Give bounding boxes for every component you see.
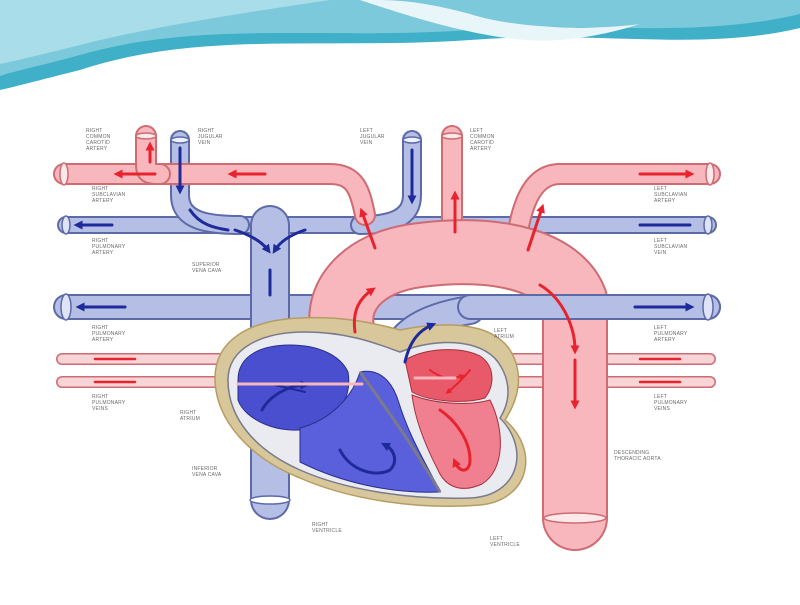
label-inferior-vena-cava: Inferior vena cava xyxy=(192,466,222,478)
label-right-pulmonary-artery-upper: Right pulmonary artery xyxy=(92,238,126,256)
left-ventricle-chamber xyxy=(411,394,501,489)
label-left-atrium: Left atrium xyxy=(494,328,514,340)
label-left-pulmonary-artery: Left pulmonary artery xyxy=(654,325,688,343)
label-right-pulmonary-artery: Right pulmonary artery xyxy=(92,325,126,343)
right-ventricle-chamber xyxy=(299,370,441,493)
header-wave-banner xyxy=(0,0,800,90)
heart xyxy=(214,316,527,507)
label-right-ventricle: Right ventricle xyxy=(312,522,342,534)
label-right-jugular-vein: Right jugular vein xyxy=(198,128,223,146)
label-left-ventricle: Left ventricle xyxy=(490,536,520,548)
left-atrium-chamber xyxy=(404,349,493,402)
label-superior-vena-cava: Superior vena cava xyxy=(192,262,222,274)
right-common-carotid-artery xyxy=(135,125,171,185)
label-left-common-carotid-artery: Left common carotid artery xyxy=(470,128,495,152)
label-right-common-carotid-artery: Right common carotid artery xyxy=(86,128,111,152)
label-right-pulmonary-veins: Right pulmonary veins xyxy=(92,394,126,412)
flow-arrows xyxy=(73,141,695,475)
label-right-atrium: Right atrium xyxy=(180,410,200,422)
label-descending-thoracic-aorta: Descending thoracic aorta xyxy=(614,450,661,462)
label-left-subclavian-artery: Left subclavian artery xyxy=(654,186,688,204)
label-left-pulmonary-veins: Left pulmonary veins xyxy=(654,394,688,412)
label-left-jugular-vein: Left jugular vein xyxy=(360,128,385,146)
label-right-subclavian-artery: Right subclavian artery xyxy=(92,186,126,204)
label-left-subclavian-vein: Left subclavian vein xyxy=(654,238,688,256)
aortic-arch xyxy=(308,219,608,551)
